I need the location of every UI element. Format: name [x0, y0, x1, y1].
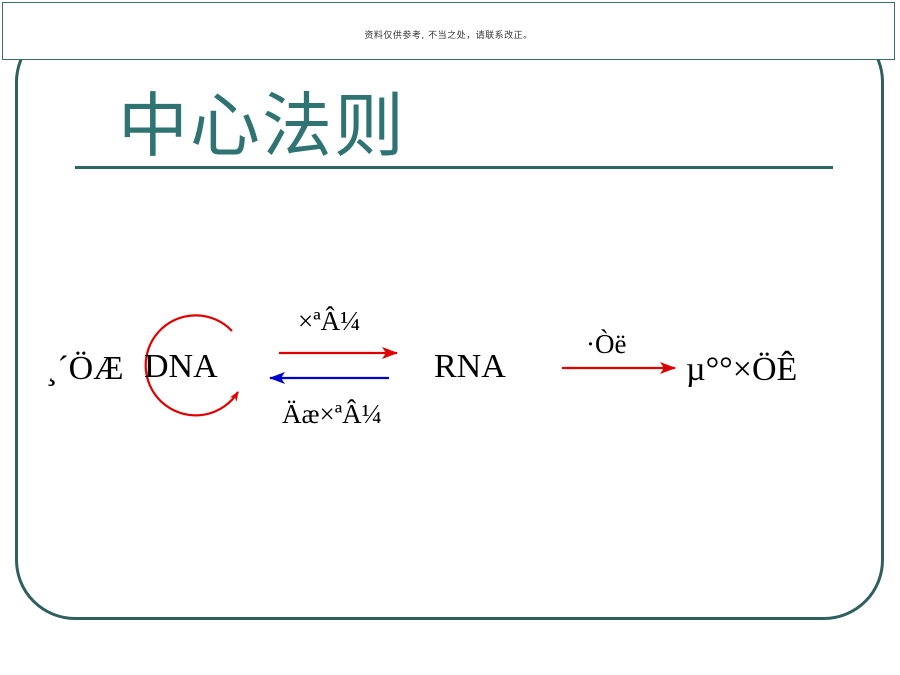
title-underline	[75, 166, 833, 169]
translation-label: ·­Òë	[586, 329, 627, 359]
rna-node: RNA	[434, 348, 506, 385]
slide-title: 中心法则	[118, 85, 406, 167]
reverse-transcription-label-clip: Äæ×ªÂ¼	[282, 398, 409, 434]
notice-text: 资料仅供参考, 不当之处，请联系改正。	[364, 31, 533, 41]
replication-label: ¸´ÖÆ	[46, 350, 124, 387]
notice-banner: 资料仅供参考, 不当之处，请联系改正。	[2, 2, 895, 60]
protein-node: µ°°×ÖÊ	[686, 351, 798, 388]
reverse-transcription-label: Äæ×ªÂ¼	[282, 399, 382, 429]
transcription-label: ×ªÂ¼	[298, 306, 361, 336]
dna-node: DNA	[144, 348, 218, 385]
replication-loop-arrow	[144, 314, 239, 417]
